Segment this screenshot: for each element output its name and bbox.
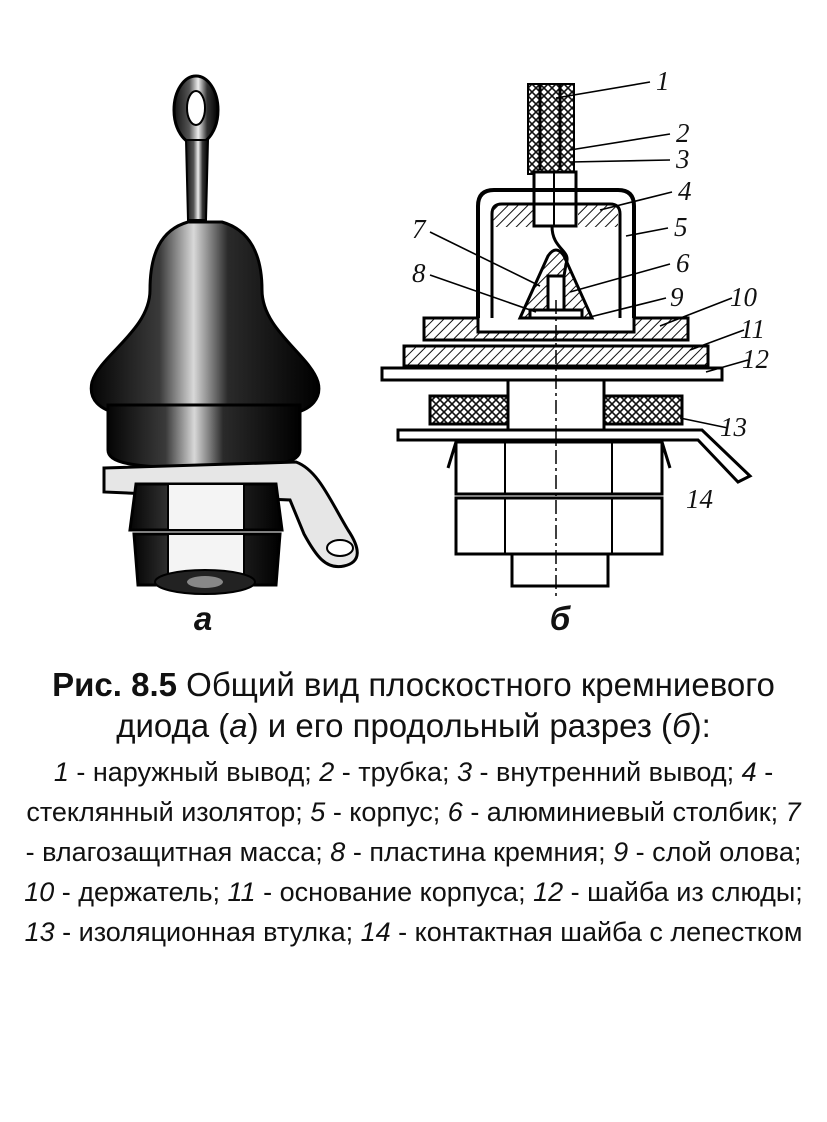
callout-labels: 1 2 3 4 5 6 7 8 9 10 11 12 13 14 bbox=[412, 66, 769, 514]
callout-leaders bbox=[429, 81, 749, 429]
legend-text: - шайба из слюды; bbox=[563, 877, 803, 907]
callout-10: 10 bbox=[730, 282, 758, 312]
legend-number: 12 bbox=[533, 877, 564, 907]
callout-1: 1 bbox=[656, 66, 670, 96]
legend-text: - внутренний вывод; bbox=[472, 757, 742, 787]
callout-13: 13 bbox=[720, 412, 747, 442]
legend-text: - корпус; bbox=[325, 797, 448, 827]
contact-washer-section bbox=[396, 428, 753, 484]
caption-part1: Общий вид плоскостного кремниевого диода… bbox=[116, 666, 775, 744]
legend-number: 6 bbox=[447, 797, 463, 827]
legend-number: 13 bbox=[24, 917, 55, 947]
legend-number: 4 bbox=[741, 757, 757, 787]
callout-4: 4 bbox=[678, 176, 692, 206]
legend-text: - алюминиевый столбик; bbox=[462, 797, 786, 827]
diode-cross-section bbox=[380, 83, 753, 600]
callout-6: 6 bbox=[676, 248, 690, 278]
legend-number: 8 bbox=[330, 837, 346, 867]
callout-11: 11 bbox=[740, 314, 765, 344]
callout-2: 2 bbox=[676, 118, 690, 148]
caption-a: а bbox=[229, 707, 248, 744]
caption-b: б bbox=[672, 707, 691, 744]
legend-text: - стеклянный изолятор; bbox=[26, 757, 774, 827]
legend-number: 11 bbox=[227, 877, 256, 907]
diode-figure: а bbox=[89, 66, 769, 637]
legend-number: 7 bbox=[785, 797, 801, 827]
legend-text: - наружный вывод; bbox=[68, 757, 320, 787]
legend-text: - контактная шайба с лепестком bbox=[390, 917, 803, 947]
callout-14: 14 bbox=[686, 484, 713, 514]
housing-section bbox=[476, 188, 636, 318]
legend-text: - слой олова; bbox=[628, 837, 802, 867]
caption-number: Рис. 8.5 bbox=[52, 666, 177, 703]
legend-number: 9 bbox=[613, 837, 629, 867]
legend: 1 - наружный вывод; 2 - трубка; 3 - внут… bbox=[20, 752, 807, 952]
housing bbox=[89, 220, 321, 416]
legend-number: 10 bbox=[24, 877, 55, 907]
legend-text: - трубка; bbox=[334, 757, 458, 787]
caption-part3: ): bbox=[690, 707, 711, 744]
legend-text: - изоляционная втулка; bbox=[54, 917, 361, 947]
callout-12: 12 bbox=[742, 344, 769, 374]
outer-lead bbox=[184, 139, 210, 221]
callout-3: 3 bbox=[675, 144, 690, 174]
callout-8: 8 bbox=[412, 258, 426, 288]
legend-text: - держатель; bbox=[54, 877, 228, 907]
mica-washer bbox=[380, 366, 724, 382]
legend-text: - влагозащитная масса; bbox=[25, 837, 331, 867]
caption-title: Рис. 8.5 Общий вид плоскостного кремниев… bbox=[20, 664, 807, 746]
legend-text: - пластина кремния; bbox=[345, 837, 614, 867]
legend-number: 2 bbox=[319, 757, 335, 787]
legend-number: 1 bbox=[53, 757, 69, 787]
callout-7: 7 bbox=[412, 214, 427, 244]
label-b: б bbox=[550, 600, 572, 637]
legend-number: 14 bbox=[360, 917, 391, 947]
legend-number: 3 bbox=[457, 757, 473, 787]
callout-9: 9 bbox=[670, 282, 684, 312]
label-a: а bbox=[194, 600, 212, 637]
caption-part2: ) и его продольный разрез ( bbox=[247, 707, 673, 744]
legend-number: 5 bbox=[310, 797, 326, 827]
callout-5: 5 bbox=[674, 212, 688, 242]
insulating-bushing bbox=[428, 394, 510, 426]
diode-external-view bbox=[89, 74, 359, 595]
figure-caption: Рис. 8.5 Общий вид плоскостного кремниев… bbox=[20, 664, 807, 952]
legend-text: - основание корпуса; bbox=[255, 877, 534, 907]
